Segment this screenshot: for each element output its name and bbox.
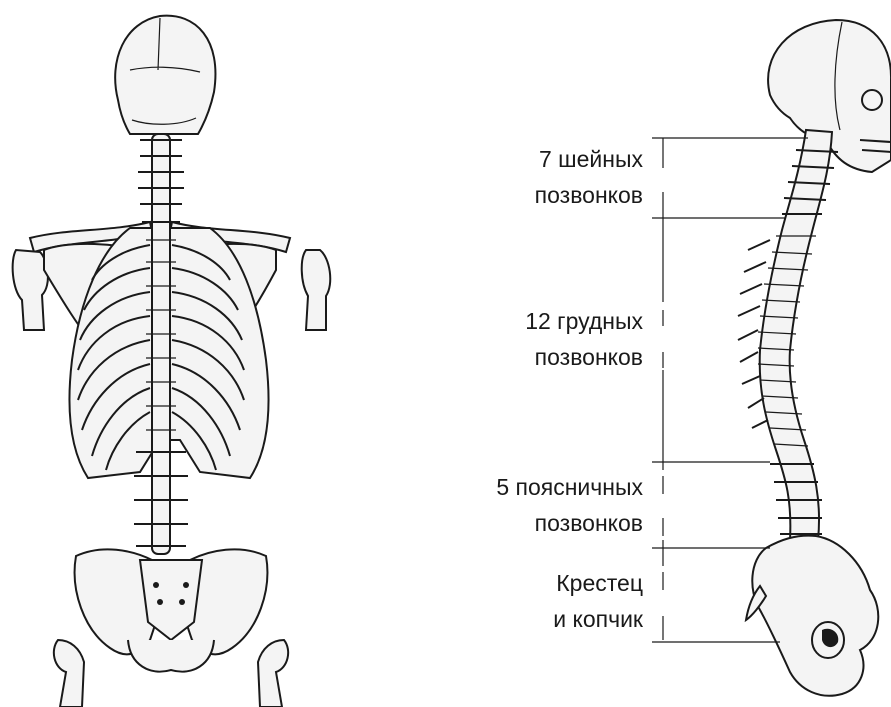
label-cervical-line2: позвонков [535, 180, 643, 210]
label-cervical-line1: 7 шейных [539, 144, 643, 174]
label-sacral-line2: и копчик [553, 604, 643, 634]
femur-right [258, 640, 288, 707]
lateral-skeleton [738, 20, 891, 696]
pelvis-lateral [746, 536, 878, 696]
humerus-right [302, 250, 331, 330]
femur-left [54, 640, 84, 707]
skull-posterior [115, 16, 215, 134]
label-lumbar-line2: позвонков [535, 508, 643, 538]
label-thoracic-line1: 12 грудных [525, 306, 643, 336]
spine-lateral [738, 130, 838, 540]
posterior-skeleton [13, 16, 331, 707]
label-lumbar-line1: 5 поясничных [496, 472, 643, 502]
label-thoracic-line2: позвонков [535, 342, 643, 372]
humerus-left [13, 250, 48, 330]
label-sacral-line1: Крестец [556, 568, 643, 598]
pelvis-posterior [75, 549, 268, 671]
